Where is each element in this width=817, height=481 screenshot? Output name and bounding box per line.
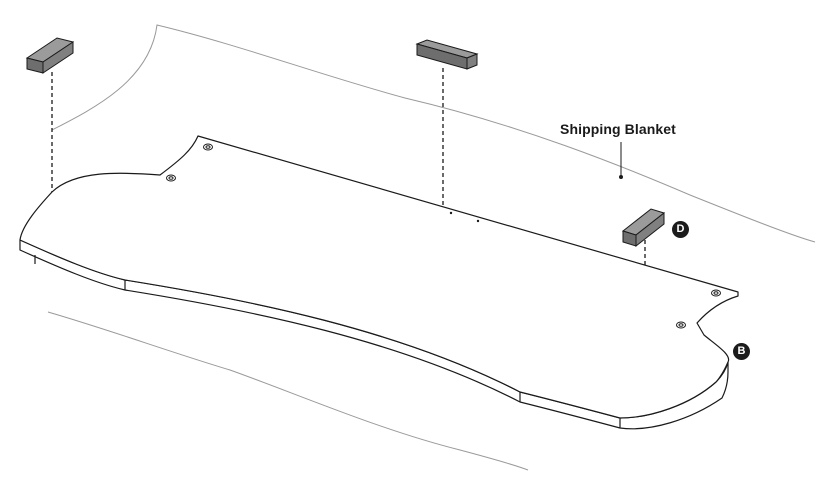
screw-hole-icon (203, 143, 213, 151)
pilot-dots (449, 211, 480, 223)
screw-hole-icon (676, 321, 686, 329)
foam-block-icon (621, 208, 666, 248)
blanket-top-edge (51, 24, 816, 243)
foam-block-icon (415, 39, 479, 70)
screw-hole-icon (711, 289, 721, 297)
screw-hole-icon (166, 174, 176, 182)
blanket-lower-edge (47, 311, 529, 471)
screw-holes (166, 143, 721, 329)
desktop-top-surface (19, 135, 739, 419)
shipping-blanket-label: Shipping Blanket (560, 121, 676, 137)
part-d-badge: D (672, 221, 689, 238)
desktop-panel (19, 135, 739, 430)
foam-block-icon (25, 37, 75, 74)
blanket-leader-dot (619, 175, 623, 179)
shipping-blanket (47, 24, 816, 471)
part-b-badge: B (733, 343, 750, 360)
